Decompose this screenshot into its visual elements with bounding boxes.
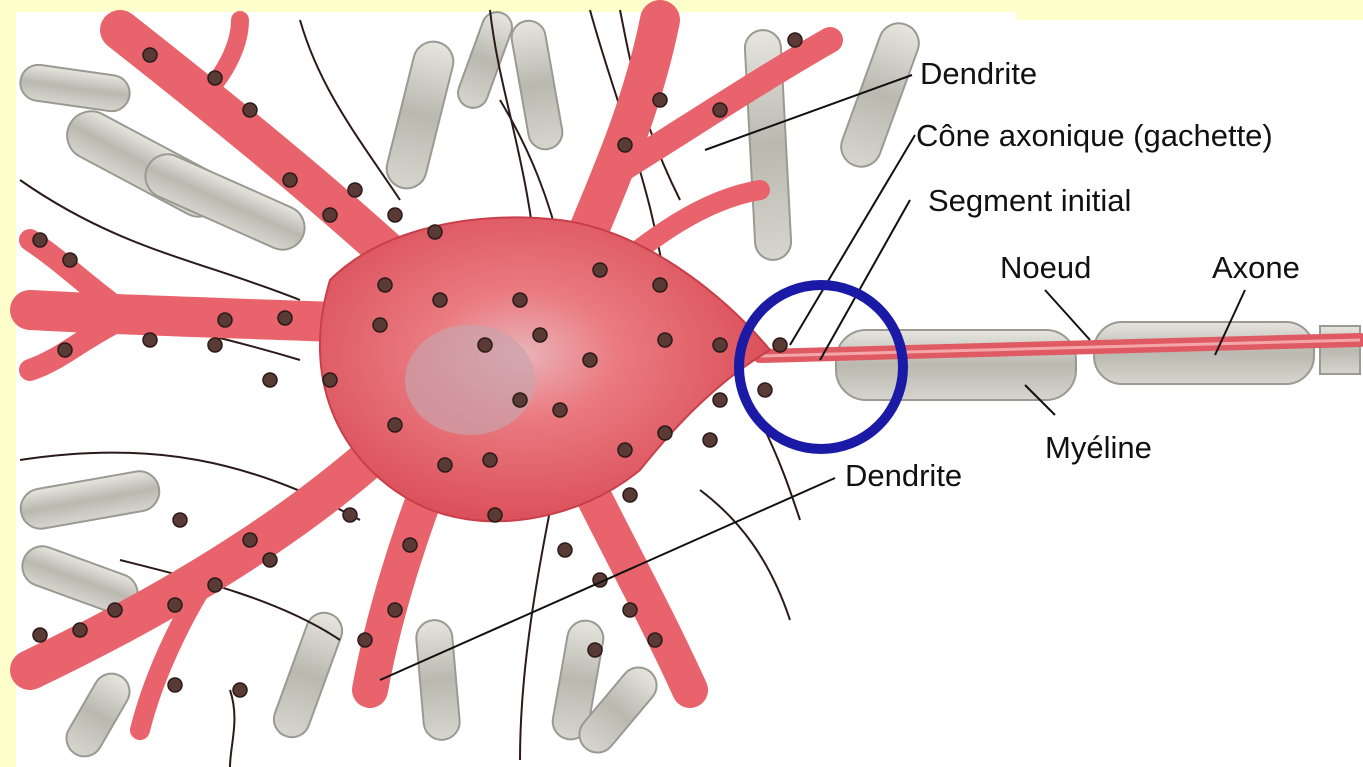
label-cone-axonique: Cône axonique (gachette) <box>916 120 1273 151</box>
soma <box>320 218 770 522</box>
label-dendrite-top: Dendrite <box>920 58 1037 89</box>
axon <box>760 322 1360 400</box>
leader-cone <box>790 135 915 345</box>
nucleus <box>405 325 535 435</box>
label-segment-initial: Segment initial <box>928 185 1131 216</box>
label-dendrite-bottom: Dendrite <box>845 460 962 491</box>
myelin-sheath-1 <box>836 330 1076 400</box>
label-myeline: Myéline <box>1045 432 1152 463</box>
label-axone: Axone <box>1212 252 1300 283</box>
label-noeud: Noeud <box>1000 252 1091 283</box>
